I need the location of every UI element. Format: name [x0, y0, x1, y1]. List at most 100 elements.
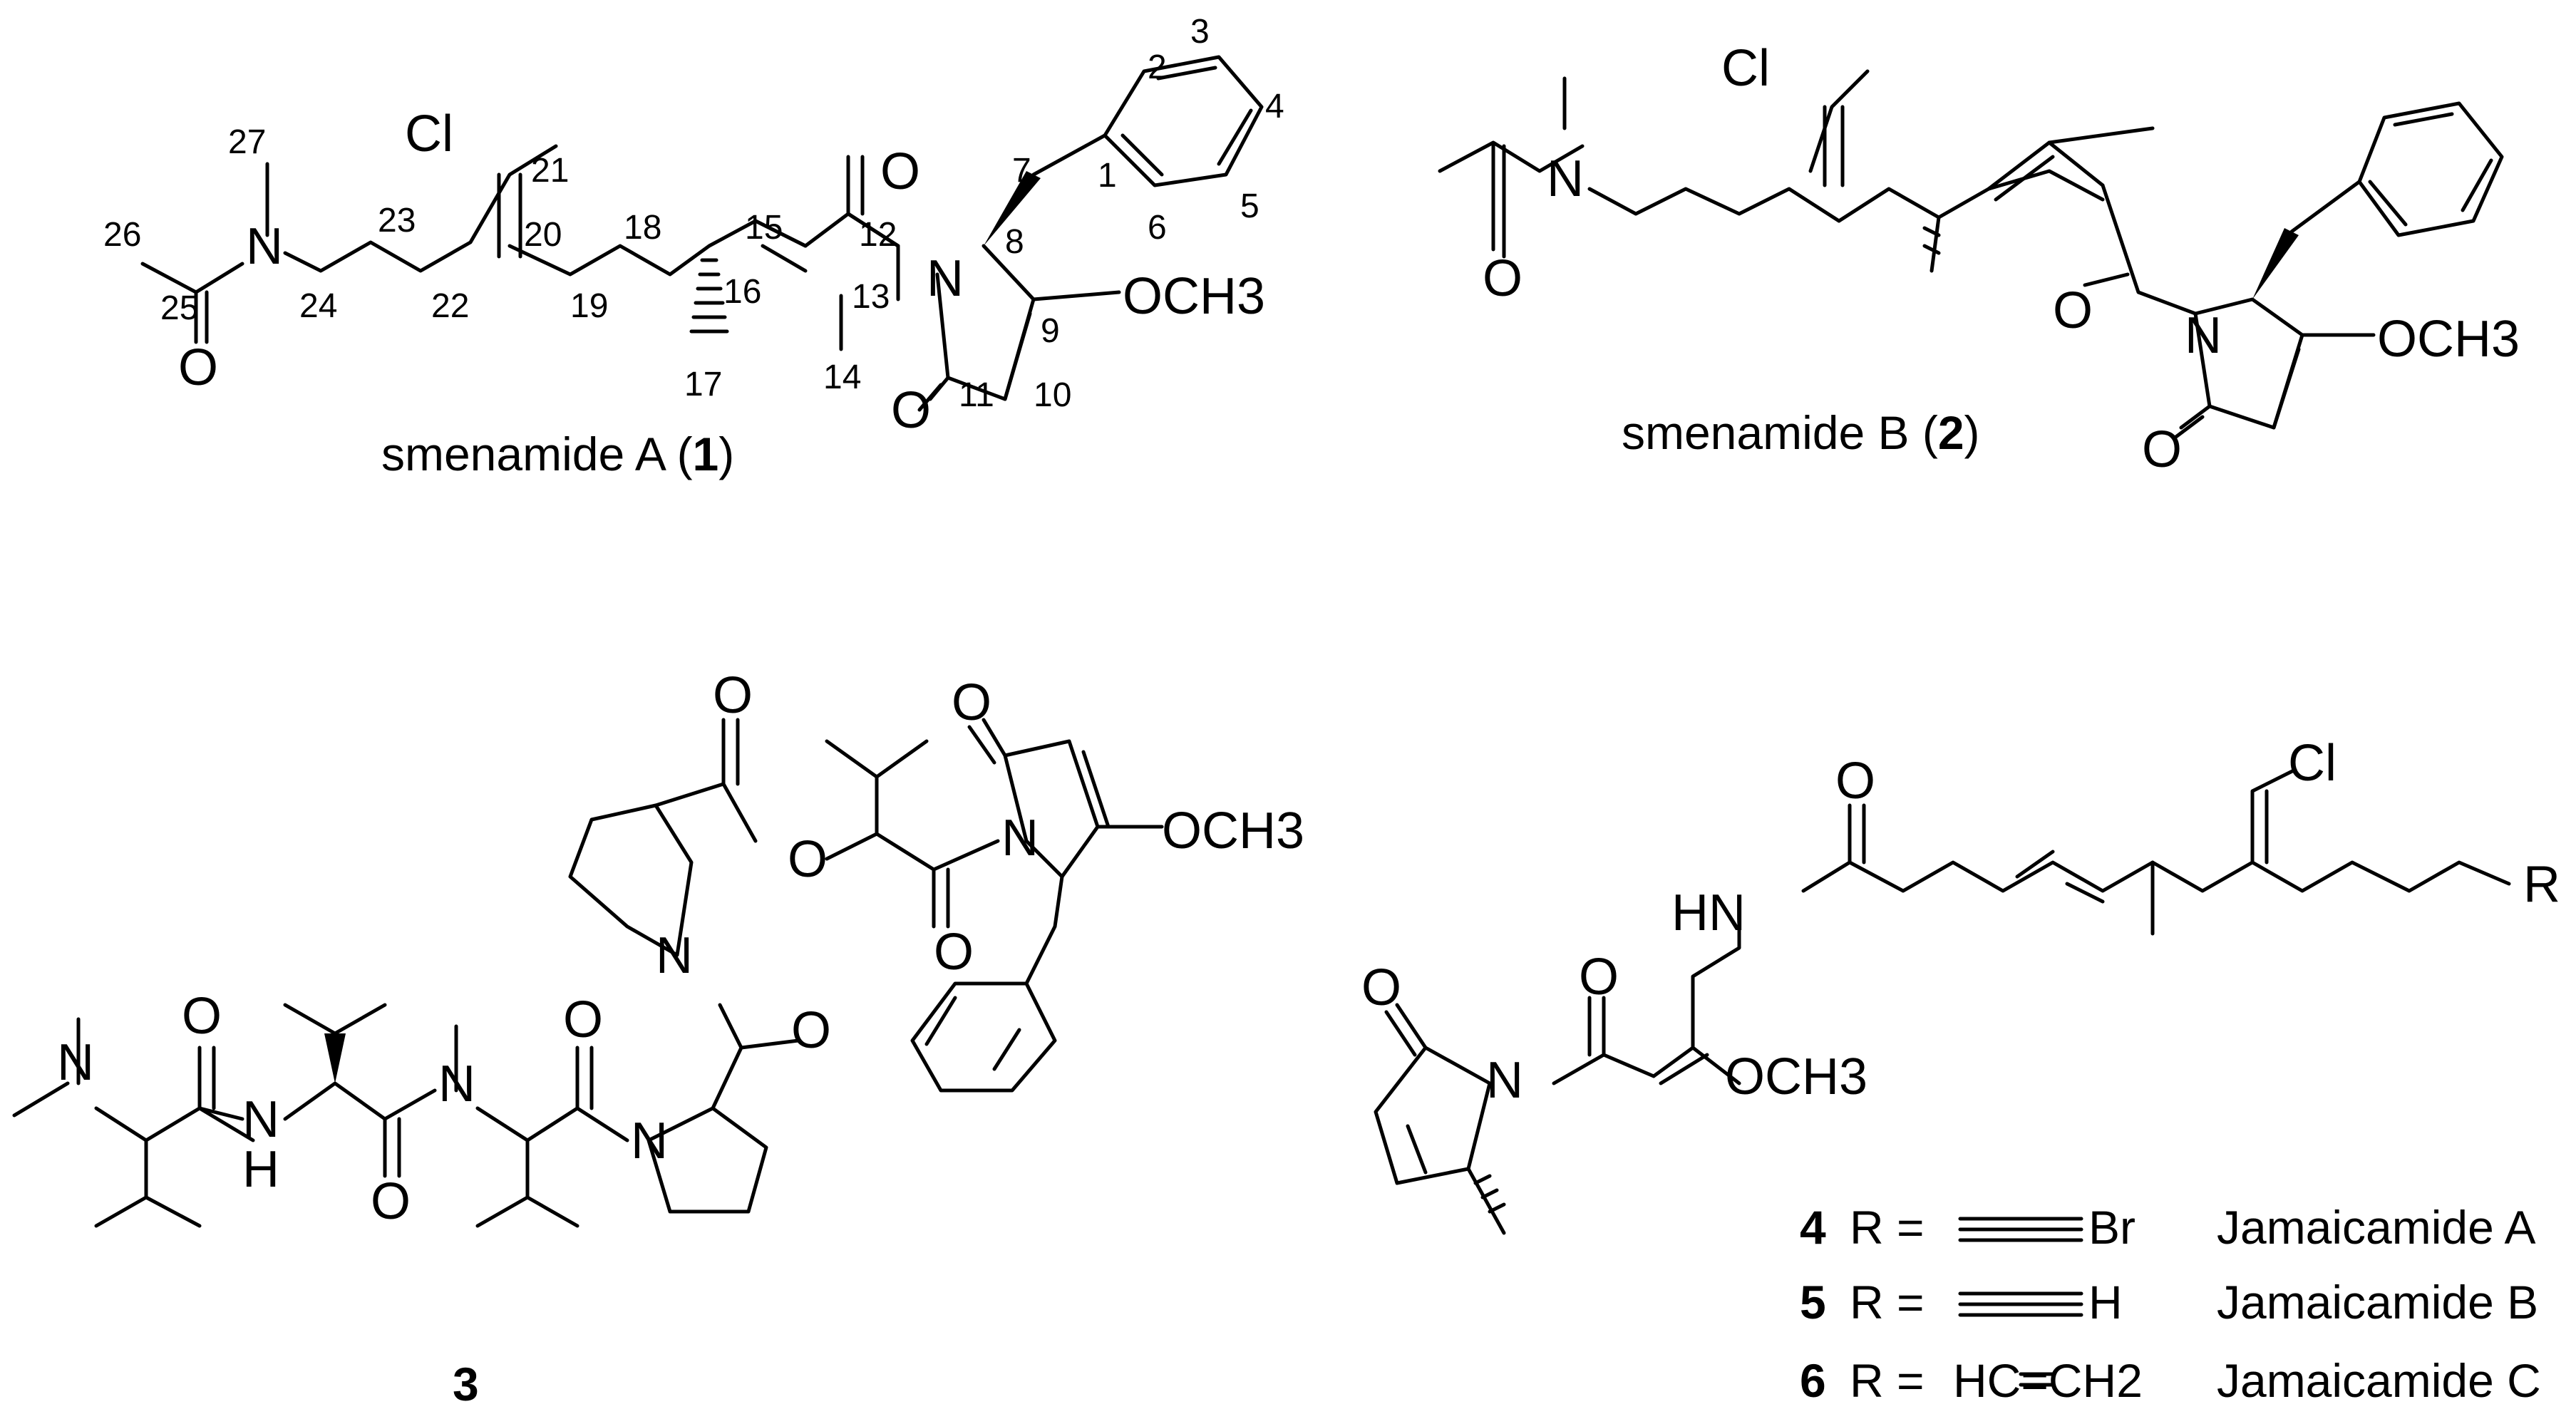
- atom-o: O: [2142, 421, 2182, 478]
- atom-och3: OCH3: [1123, 268, 1265, 325]
- compound-number: 4: [1800, 1201, 1826, 1254]
- bond: [283, 1003, 387, 1036]
- atom-n: N: [927, 250, 964, 307]
- atom-n: N: [1547, 150, 1584, 207]
- locant: 18: [624, 209, 661, 247]
- bond: [12, 1017, 255, 1142]
- atom-o: O: [1483, 250, 1523, 307]
- bond-wedge: [2252, 228, 2299, 299]
- caption-smenamide-a: smenamide A (1): [381, 428, 734, 480]
- locant: 22: [431, 287, 469, 325]
- bond: [1466, 1167, 1506, 1235]
- atom-o: O: [1835, 753, 1875, 810]
- locant: 20: [524, 216, 562, 254]
- locant: 15: [745, 209, 783, 247]
- labels-jamaicamides: HN O Cl R N O O OCH3 4 R = Br Jamaicamid…: [1361, 735, 2560, 1407]
- compound-name: Jamaicamide A: [2217, 1201, 2536, 1254]
- bond: [475, 1138, 579, 1228]
- atom-o: O: [1361, 959, 1401, 1016]
- locant: 11: [959, 376, 994, 414]
- atom-n: N: [246, 218, 283, 275]
- structure-smenamide-b: [1438, 69, 2504, 440]
- atom-h: H: [242, 1141, 279, 1198]
- atom-n: N: [438, 1056, 475, 1113]
- atom-n: N: [242, 1091, 279, 1148]
- atom-o: O: [788, 831, 828, 888]
- atom-o: O: [371, 1173, 411, 1230]
- locant: 19: [570, 287, 608, 325]
- bond: [1384, 1003, 1428, 1175]
- bond: [265, 144, 558, 273]
- locant: 23: [378, 202, 416, 239]
- atom-o: O: [934, 924, 974, 981]
- bond: [1103, 55, 1264, 187]
- atom-o: O: [563, 991, 603, 1048]
- atom-och3: OCH3: [1162, 803, 1304, 860]
- caption-smenamide-b: smenamide B (2): [1622, 406, 1980, 459]
- atom-o: O: [952, 674, 991, 731]
- substituent: HC=CH2: [1953, 1354, 2143, 1407]
- locant: 2: [1148, 48, 1167, 86]
- r-equals: R =: [1850, 1201, 1925, 1254]
- bond: [711, 1003, 800, 1110]
- bond: [2357, 101, 2504, 237]
- locant: 26: [103, 216, 141, 254]
- structure-compound-3: [12, 718, 1164, 1228]
- atom-n: N: [1001, 810, 1039, 867]
- bond: [94, 1138, 202, 1228]
- labels-smenamide-b: Cl N O O N O OCH3 smenamide B (2): [1483, 40, 2520, 478]
- locant: 12: [859, 216, 897, 254]
- bond: [654, 718, 758, 843]
- atom-o: O: [1579, 949, 1619, 1006]
- bond: [2289, 180, 2361, 234]
- bond: [568, 803, 694, 957]
- bond: [197, 1046, 244, 1121]
- substituent: H: [2088, 1276, 2123, 1328]
- bond: [1374, 1046, 1492, 1185]
- locant: 5: [1240, 187, 1259, 225]
- atom-o: O: [182, 988, 222, 1045]
- atom-cl: Cl: [1721, 40, 1770, 97]
- bond: [910, 981, 1057, 1093]
- bond: [846, 212, 900, 248]
- structure-jamaicamides: [1374, 768, 2511, 1387]
- bond: [646, 1106, 768, 1214]
- atom-och3: OCH3: [1725, 1048, 1867, 1105]
- bond-double: [2019, 1372, 2055, 1387]
- locant: 6: [1148, 209, 1167, 247]
- atom-n: N: [57, 1034, 94, 1091]
- bond: [825, 739, 936, 872]
- bond: [1652, 910, 1741, 1085]
- bond-hashed: [689, 258, 729, 334]
- bond: [575, 1046, 594, 1110]
- bond: [2250, 768, 2297, 865]
- bond: [1922, 215, 1941, 273]
- bond: [967, 718, 1164, 829]
- bond-wedge: [324, 1033, 346, 1083]
- locant: 3: [1190, 13, 1210, 51]
- bond-triple: [1958, 1291, 2083, 1317]
- atom-n: N: [656, 927, 693, 984]
- compound-name: Jamaicamide C: [2217, 1354, 2541, 1407]
- locant: 10: [1034, 376, 1071, 414]
- bond: [1024, 874, 1064, 986]
- bond: [1120, 66, 1253, 177]
- atom-hn: HN: [1671, 884, 1746, 941]
- atom-o: O: [2053, 282, 2093, 339]
- bond: [1003, 739, 1100, 879]
- atom-o: O: [178, 339, 218, 396]
- r-equals: R =: [1850, 1354, 1925, 1407]
- locant: 8: [1005, 223, 1024, 261]
- locant: 21: [531, 152, 569, 190]
- compound-name: Jamaicamide B: [2217, 1276, 2538, 1328]
- atom-o: O: [791, 1002, 831, 1059]
- locant: 1: [1098, 157, 1117, 195]
- bond-wedge: [984, 171, 1041, 246]
- locant: 25: [160, 289, 198, 327]
- labels-smenamide-a: Cl N O O N O OCH3 1 2 3 4 5 6 7 8 9 10 1…: [103, 13, 1284, 480]
- atom-och3: OCH3: [2377, 311, 2520, 368]
- bond: [1438, 76, 2105, 259]
- caption-compound-3: 3: [453, 1358, 479, 1410]
- locant: 7: [1012, 152, 1031, 190]
- atom-r: R: [2523, 856, 2560, 913]
